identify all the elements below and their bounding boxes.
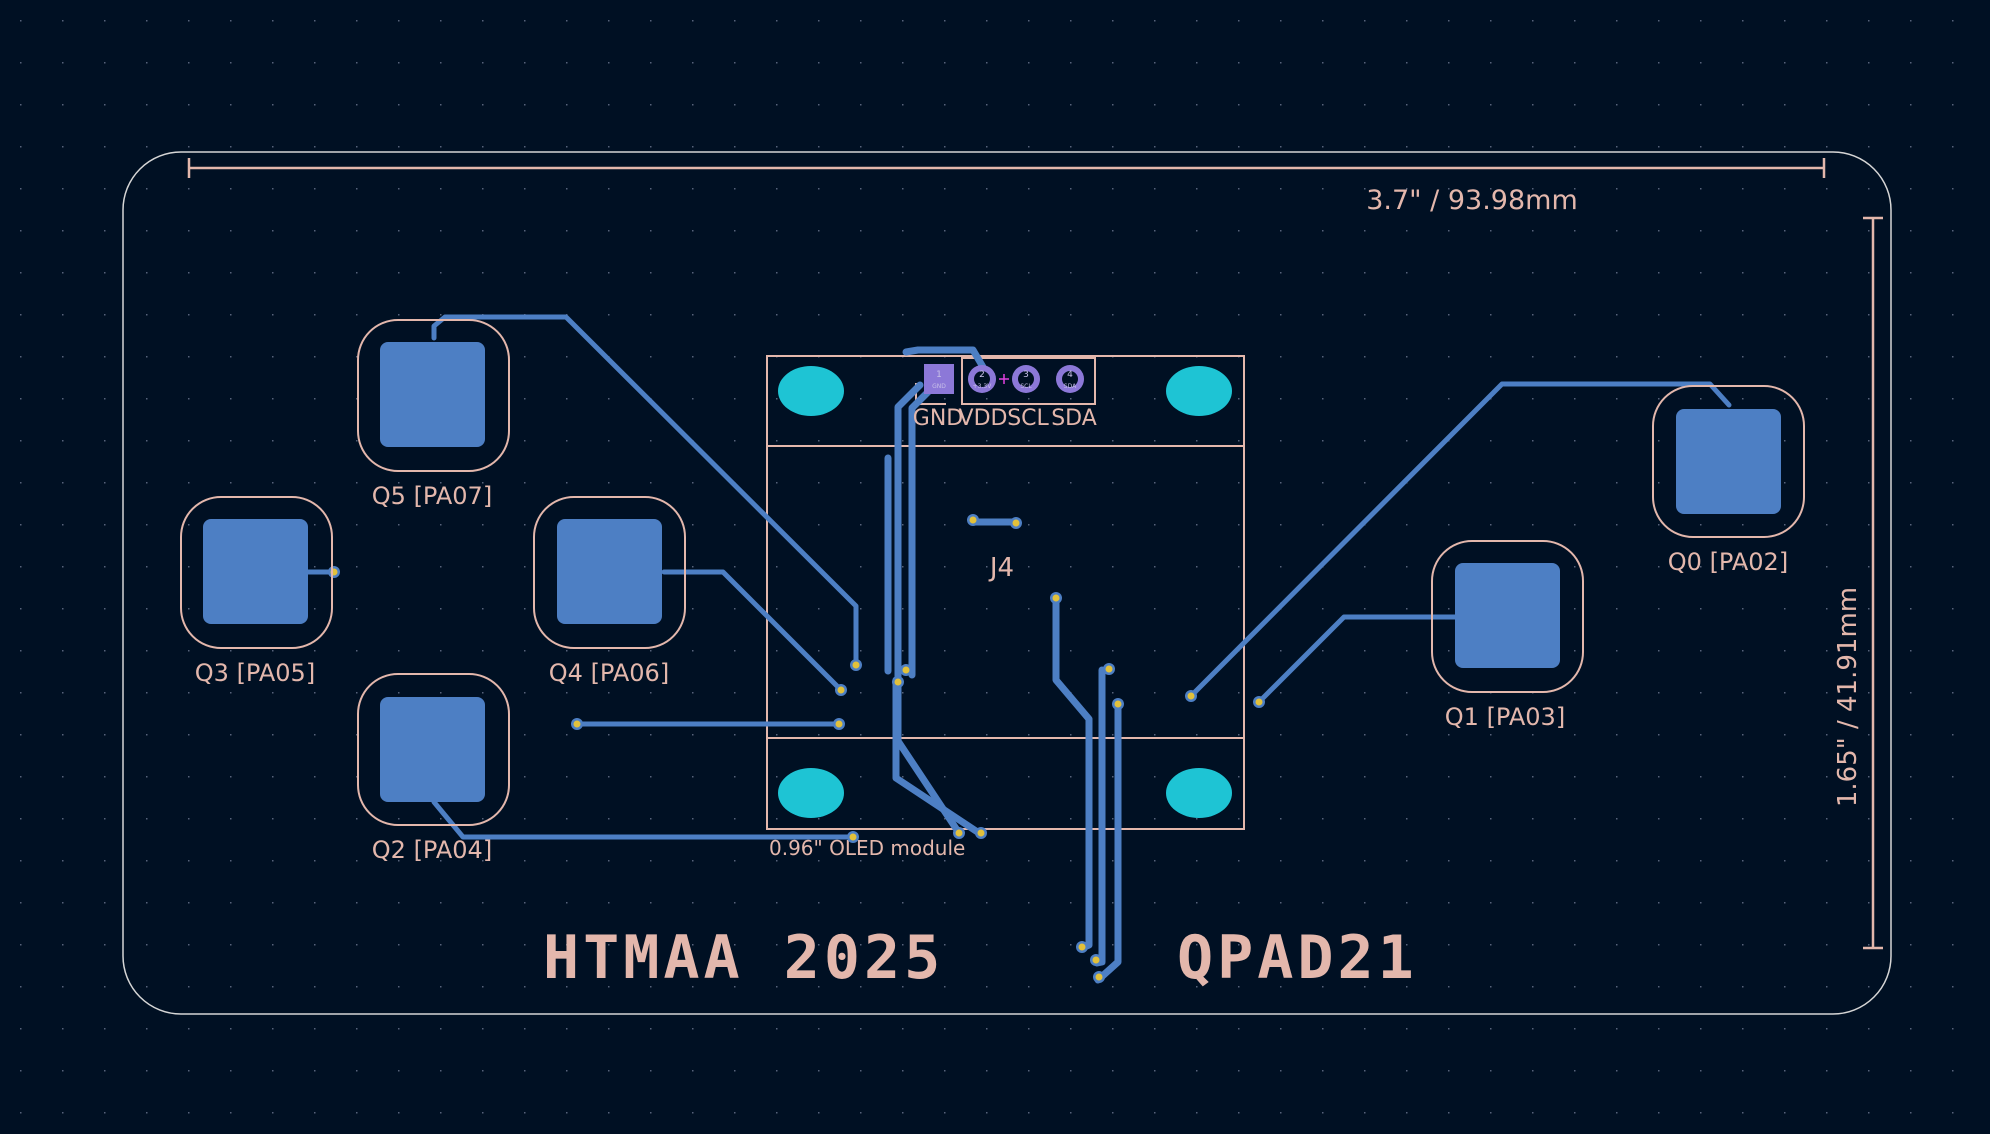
height-dimension-label: 1.65" / 41.91mm [1833, 587, 1863, 807]
via [847, 831, 859, 843]
via [1093, 971, 1105, 983]
via [892, 676, 904, 688]
touch-pad-q1[interactable]: Q1 [PA03] [1431, 540, 1584, 731]
svg-text:SCL: SCL [1020, 383, 1032, 390]
svg-text:2: 2 [979, 370, 985, 380]
pin-label-vdd: VDD [959, 406, 1008, 431]
mounting-hole-top-right [1166, 366, 1232, 416]
pin-label-scl: SCL [1007, 406, 1049, 431]
touch-pad-q4[interactable]: Q4 [PA06] [533, 496, 686, 687]
touch-pad-label: Q2 [PA04] [372, 836, 492, 864]
via [571, 718, 583, 730]
via [1253, 696, 1265, 708]
pin-label-sda: SDA [1051, 406, 1097, 431]
touch-pad-q5[interactable]: Q5 [PA07] [357, 319, 510, 510]
pin1-marker-icon [999, 374, 1009, 384]
header-pin-1[interactable]: 1 GND [924, 364, 954, 394]
via [975, 827, 987, 839]
svg-text:SDA: SDA [1064, 383, 1077, 390]
mounting-hole-top-left [778, 366, 844, 416]
svg-text:1: 1 [936, 370, 942, 380]
svg-text:4: 4 [1067, 370, 1073, 380]
via [850, 659, 862, 671]
via [833, 718, 845, 730]
via [1103, 663, 1115, 675]
width-dimension-label: 3.7" / 93.98mm [1366, 185, 1578, 216]
board-outline [122, 151, 1892, 1015]
header-pin-2[interactable]: 2 +3.3V [968, 365, 996, 393]
module-reference: J4 [988, 553, 1014, 583]
board-title: HTMAA 2025 [543, 923, 944, 993]
via [967, 514, 979, 526]
via [1050, 592, 1062, 604]
header-pin-4[interactable]: 4 SDA [1056, 365, 1084, 393]
touch-pad-label: Q0 [PA02] [1668, 548, 1788, 576]
pin-label-gnd: GND [913, 406, 963, 431]
touch-pad-label: Q3 [PA05] [195, 659, 315, 687]
oled-module-footprint[interactable]: J4 0.96" OLED module [766, 355, 1245, 860]
svg-text:3: 3 [1023, 370, 1029, 380]
via [953, 827, 965, 839]
height-dimension: 1.65" / 41.91mm [1833, 216, 1883, 950]
touch-pad-q3[interactable]: Q3 [PA05] [180, 496, 333, 687]
mounting-hole-bottom-right [1166, 768, 1232, 818]
header-pin-3[interactable]: 3 SCL [1012, 365, 1040, 393]
touch-pad-label: Q4 [PA06] [549, 659, 669, 687]
via [1010, 517, 1022, 529]
board-subtitle: QPAD21 [1177, 923, 1418, 993]
vias [328, 514, 1265, 983]
width-dimension: 3.7" / 93.98mm [187, 158, 1826, 216]
via [1076, 941, 1088, 953]
touch-pad-label: Q5 [PA07] [372, 482, 492, 510]
touch-pad-label: Q1 [PA03] [1445, 703, 1565, 731]
touch-pad-q0[interactable]: Q0 [PA02] [1652, 385, 1805, 576]
via [1112, 698, 1124, 710]
via [1090, 954, 1102, 966]
svg-text:GND: GND [932, 383, 946, 390]
svg-text:+3.3V: +3.3V [973, 383, 993, 390]
oled-header[interactable]: 1 GND 2 +3.3V 3 SCL 4 SDA GND VDD SCL SD… [913, 364, 1097, 431]
mounting-hole-bottom-left [778, 768, 844, 818]
module-value: 0.96" OLED module [769, 836, 965, 860]
via [1185, 690, 1197, 702]
touch-pad-q2[interactable]: Q2 [PA04] [357, 673, 510, 864]
via [835, 684, 847, 696]
via [328, 566, 340, 578]
copper-traces [302, 314, 1732, 984]
via [900, 664, 912, 676]
